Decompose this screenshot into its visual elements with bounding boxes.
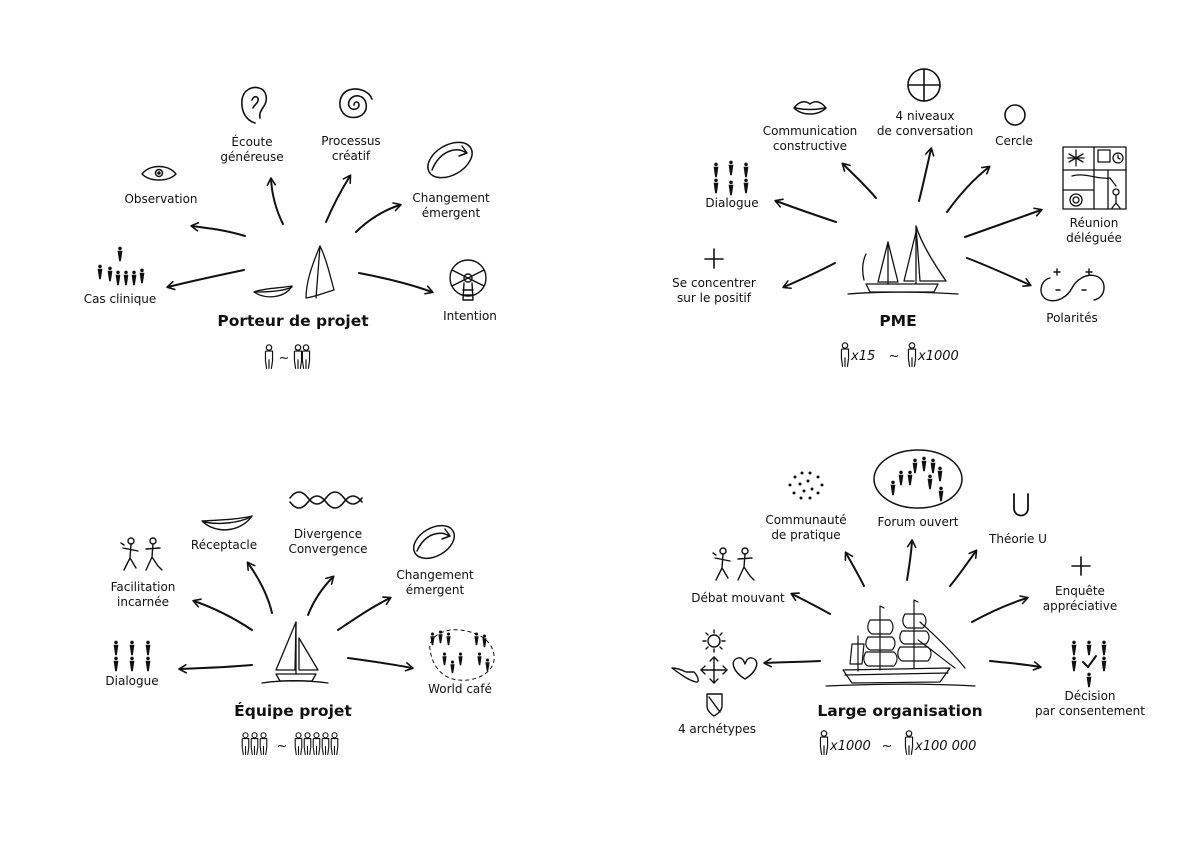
decision-label-2: par consentement [1035,704,1145,718]
debat-label: Débat mouvant [691,591,785,605]
positif-label: Se concentrer [672,276,756,290]
porteur-scale: ~ [264,344,311,370]
people-grid-icon [713,160,749,196]
theorie-label: Théorie U [988,532,1047,546]
archetypes-label: 4 archétypes [678,722,756,736]
plus-icon [704,248,724,269]
facilitation-label: Facilitation [111,580,176,594]
porteur-title: Porteur de projet [217,312,369,330]
ecoute-label: Écoute [231,134,272,149]
porteur-arrows [166,174,434,295]
dots-circle-icon [788,471,824,500]
people-grid-icon [113,640,151,672]
quadrant-large: Large organisation x1000 ~ x100 000 Comm… [671,449,1145,756]
worldcafe-icon [429,629,495,681]
pme-scale-a: x15 [850,349,875,364]
equipe-scale: ~ [241,732,339,756]
dialogue-equipe-label: Dialogue [105,674,158,688]
large-scale-b: x100 000 [914,739,976,754]
loop-icon [412,524,456,560]
changement-label: Changement [412,191,490,205]
reunion-label: Réunion [1070,216,1119,230]
tallship-icon [825,599,976,687]
quadrant-pme: PME x15 ~ x1000 Communication constructi… [672,68,1127,368]
plus-icon [1071,556,1091,576]
canoe-sail-icon [253,245,335,299]
crowd-icon [97,246,145,286]
intention-label: Intention [443,309,497,323]
pme-arrows [774,147,1043,290]
polarity-icon [1040,268,1105,302]
pme-scale-sep: ~ [889,349,900,364]
circle-icon [1004,104,1026,126]
sailboat-icon [847,225,959,295]
u-icon [1013,493,1029,517]
divergence-label: Divergence [294,527,362,541]
dancers-icon [120,537,163,571]
forum-icon [873,449,963,509]
enquete-label-2: appréciative [1043,599,1117,613]
consent-icon [1071,640,1107,688]
equipe-scale-sep: ~ [277,739,288,754]
communication-label: Communication [763,124,858,138]
changement-equipe-label: Changement [396,568,474,582]
large-arrows [763,539,1042,671]
pme-title: PME [879,312,916,330]
processus-label-2: créatif [332,149,371,163]
porteur-scale-sep: ~ [279,351,290,366]
cas-clinique-label: Cas clinique [84,292,157,306]
ear-icon [241,86,268,124]
positif-label-2: sur le positif [677,291,752,305]
wheel-lighthouse-icon [449,259,487,301]
quadrant-porteur: Porteur de projet ~ Écoute généreuse Pro… [84,86,497,370]
equipe-arrows [178,561,414,674]
divergence-label-2: Convergence [288,542,367,556]
bowl-icon [201,515,253,531]
changement-equipe-label-2: émergent [406,583,465,597]
dancers-icon [712,547,755,581]
pme-scale: x15 ~ x1000 [840,342,959,368]
niveaux-label-2: de conversation [877,124,973,138]
communication-label-2: constructive [773,139,847,153]
eye-icon [141,165,177,181]
forum-label: Forum ouvert [878,515,959,529]
communaute-label-2: de pratique [771,528,840,542]
circle-cross-icon [907,68,941,102]
cercle-label: Cercle [995,134,1033,148]
collage-icon [1062,146,1127,210]
large-title: Large organisation [817,702,982,720]
changement-label-2: émergent [422,206,481,220]
sailboat-icon [261,621,329,684]
ecoute-label-2: généreuse [220,150,283,164]
observation-label: Observation [124,192,197,206]
communaute-label: Communauté [765,513,846,527]
large-scale-sep: ~ [882,739,893,754]
niveaux-label: 4 niveaux [896,109,955,123]
loop-icon [427,141,473,179]
lips-icon [793,101,827,115]
pme-scale-b: x1000 [917,349,959,364]
spiral-icon [339,88,373,119]
receptacle-label: Réceptacle [191,538,257,552]
quadrant-equipe: Équipe projet ~ Réceptacle Divergence Co… [105,491,495,756]
equipe-title: Équipe projet [234,701,352,720]
large-scale-a: x1000 [829,739,871,754]
wave-icon [289,491,363,509]
decision-label: Décision [1064,689,1115,703]
worldcafe-label: World café [428,682,492,696]
enquete-label: Enquête [1055,584,1105,598]
large-scale: x1000 ~ x100 000 [819,730,976,756]
archetypes-icon [671,629,758,717]
dialogue-label: Dialogue [705,196,758,210]
polarites-label: Polarités [1046,311,1097,325]
facilitation-label-2: incarnée [117,595,169,609]
processus-label: Processus [321,134,380,148]
reunion-label-2: déléguée [1066,231,1122,245]
